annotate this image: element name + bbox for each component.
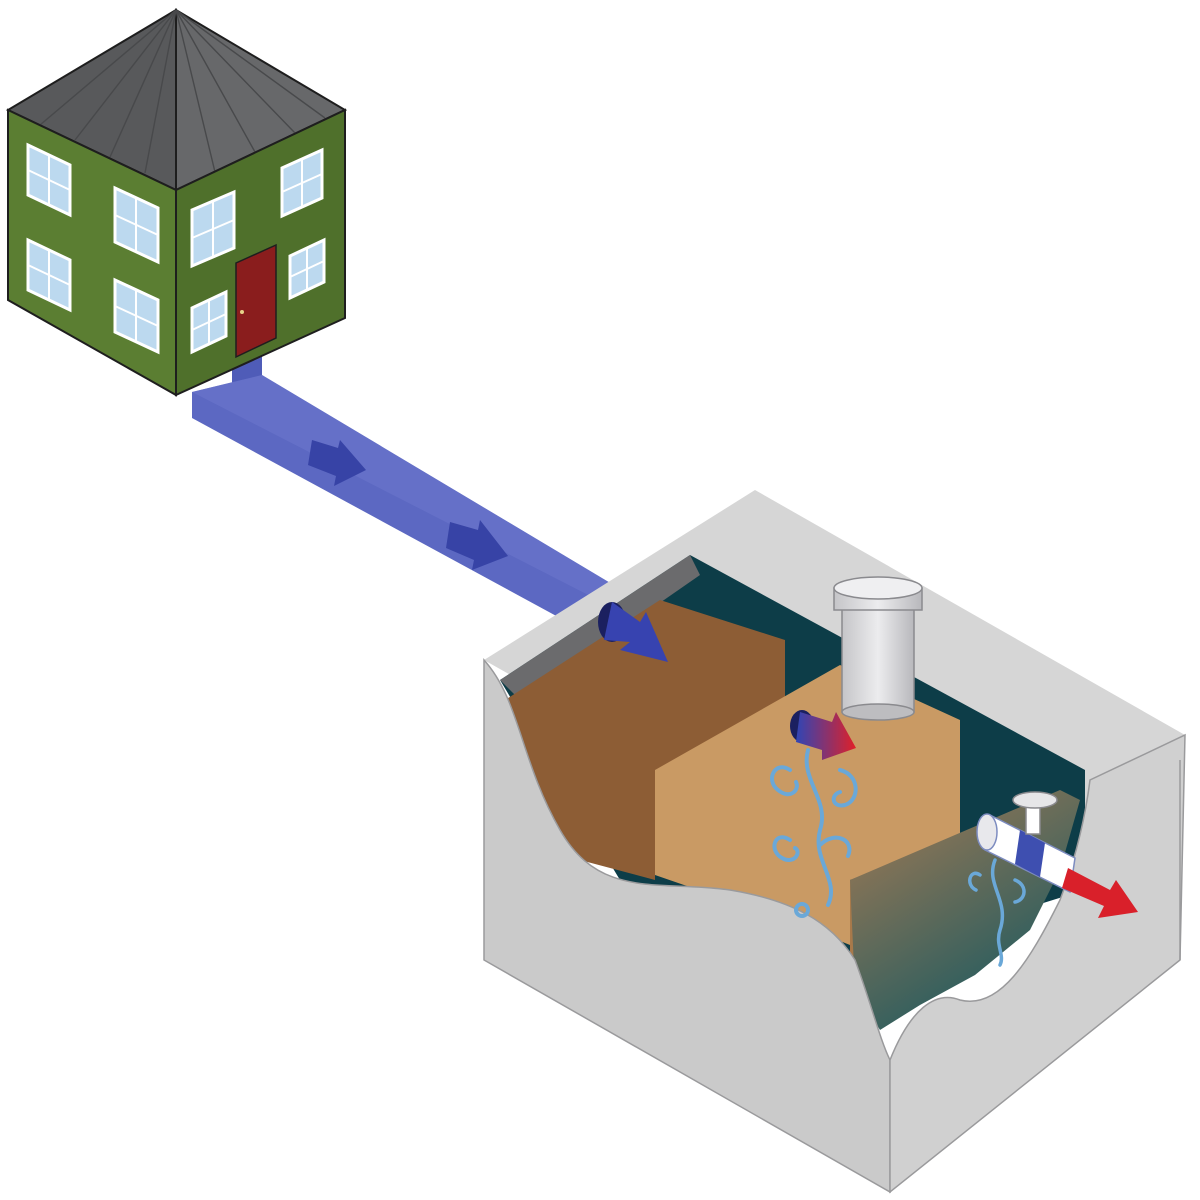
left-window-mullions xyxy=(27,155,159,342)
right-window-mullions xyxy=(191,159,325,344)
tank-right-face xyxy=(889,733,1186,1194)
valve-handle xyxy=(1012,791,1058,809)
outlet-valve-icon xyxy=(976,791,1138,918)
roof-shingle-lines xyxy=(39,9,326,174)
middle-chamber-front xyxy=(655,665,960,945)
vent-pipe-top xyxy=(833,576,923,600)
door-knob xyxy=(240,310,244,314)
water-swirl-icon xyxy=(770,748,858,918)
flow-arrow-icon xyxy=(308,440,366,486)
outlet-arrow-icon xyxy=(1062,868,1138,918)
flow-arrow-icon xyxy=(604,602,668,662)
flow-arrow-icon xyxy=(446,520,508,570)
septic-tank xyxy=(483,490,1186,1194)
tank-front-face xyxy=(483,658,891,1194)
vent-pipe-bottom xyxy=(841,703,915,721)
sludge-chamber xyxy=(505,600,785,880)
valve-coupling xyxy=(1015,830,1045,877)
water-swirl-icon xyxy=(968,858,1026,967)
outlet-pipe-opening xyxy=(976,813,998,851)
vent-pipe-icon xyxy=(833,576,923,721)
vent-pipe-body xyxy=(841,599,915,713)
transfer-arrow-icon xyxy=(796,712,856,760)
sewer-pipe xyxy=(192,355,622,640)
house-icon xyxy=(5,8,348,397)
house-door xyxy=(235,243,277,359)
pipe-top-face xyxy=(192,375,622,600)
